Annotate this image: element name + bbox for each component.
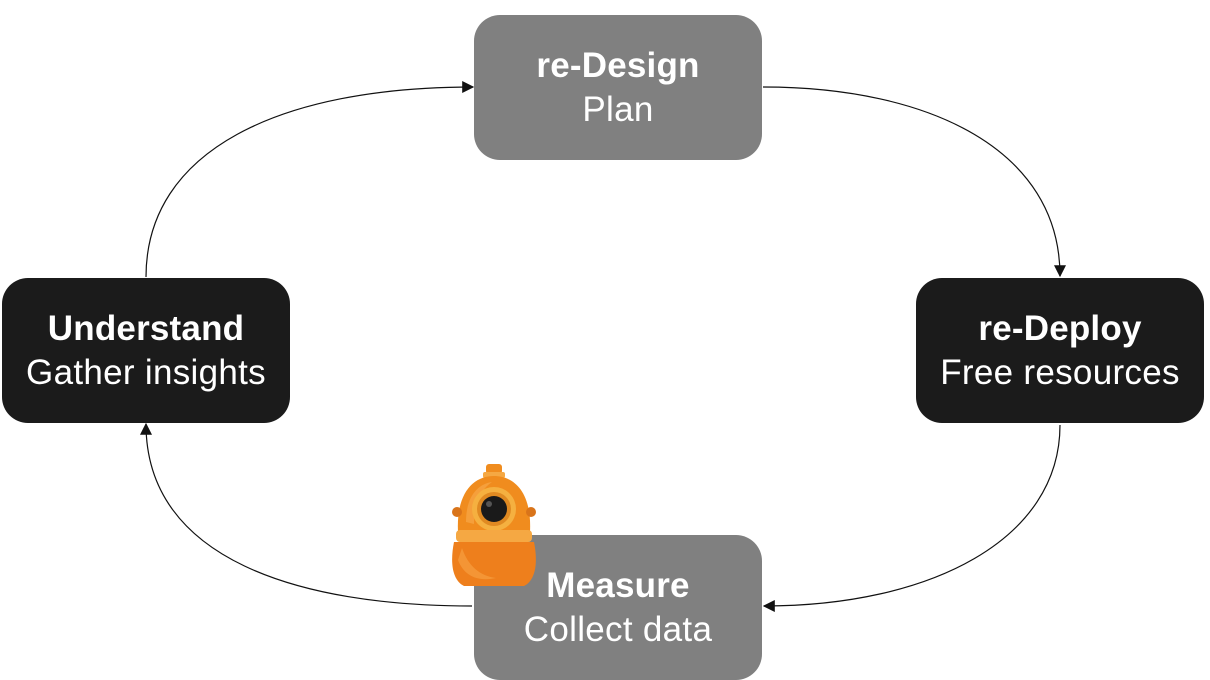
- node-redeploy: re-Deploy Free resources: [916, 278, 1204, 423]
- node-redesign-title: re-Design: [536, 45, 700, 85]
- node-understand-title: Understand: [47, 308, 245, 348]
- node-redesign-subtitle: Plan: [582, 89, 654, 129]
- arrow-understand-to-redesign: [145, 81, 475, 278]
- arrow-measure-to-understand: [140, 422, 473, 607]
- node-redeploy-subtitle: Free resources: [940, 352, 1180, 392]
- node-redesign: re-Design Plan: [474, 15, 762, 160]
- node-redeploy-title: re-Deploy: [978, 308, 1142, 348]
- node-measure-title: Measure: [546, 565, 690, 605]
- arrow-redeploy-to-measure: [762, 424, 1061, 612]
- node-understand-subtitle: Gather insights: [26, 352, 266, 392]
- node-understand: Understand Gather insights: [2, 278, 290, 423]
- arrow-redesign-to-redeploy: [762, 86, 1066, 278]
- diving-helmet-icon: [452, 464, 536, 586]
- node-measure-subtitle: Collect data: [523, 609, 713, 649]
